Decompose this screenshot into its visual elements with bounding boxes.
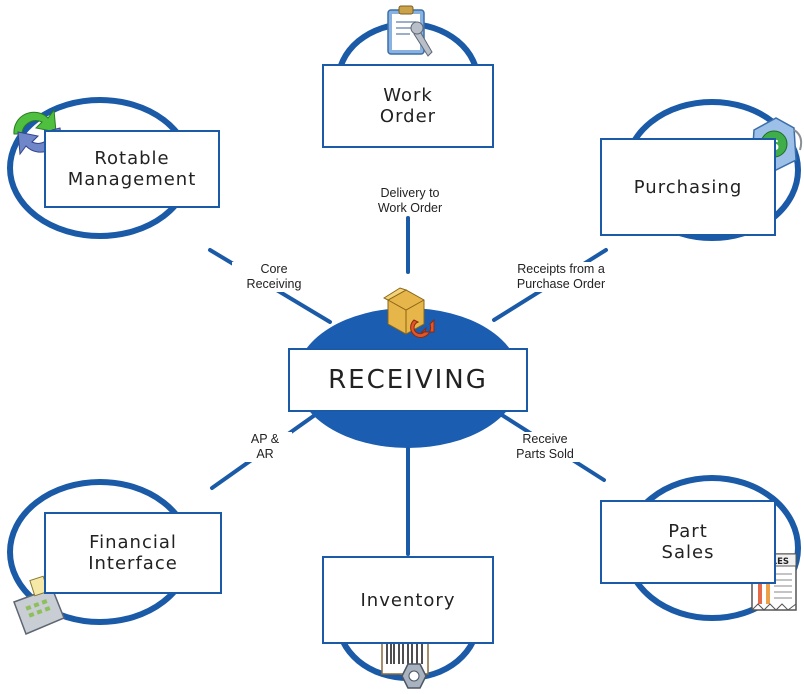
node-financial-interface-label: Financial Interface [88,532,178,574]
node-part-sales: Part Sales [600,500,776,584]
node-work-order-label: Work Order [379,85,437,127]
edge-label-part-sales: Receive Parts Sold [490,432,600,462]
edge-label-financial: AP & AR [238,432,292,462]
node-inventory: Inventory [322,556,494,644]
clipboard-wrench-icon [387,5,433,57]
edge-label-rotable: Core Receiving [232,262,316,292]
node-inventory-label: Inventory [360,589,456,611]
node-part-sales-label: Part Sales [661,521,715,563]
node-rotable-management: Rotable Management [44,130,220,208]
box-return-icon [382,287,435,338]
node-rotable-management-label: Rotable Management [67,148,197,190]
edge-label-purchasing: Receipts from a Purchase Order [494,262,628,292]
edge-label-work-order: Delivery to Work Order [352,186,468,216]
node-receiving: RECEIVING [288,348,528,412]
node-financial-interface: Financial Interface [44,512,222,594]
node-purchasing: Purchasing [600,138,776,236]
node-work-order: Work Order [322,64,494,148]
node-receiving-label: RECEIVING [328,364,488,395]
calculator-icon [13,575,65,635]
node-purchasing-label: Purchasing [633,176,743,198]
